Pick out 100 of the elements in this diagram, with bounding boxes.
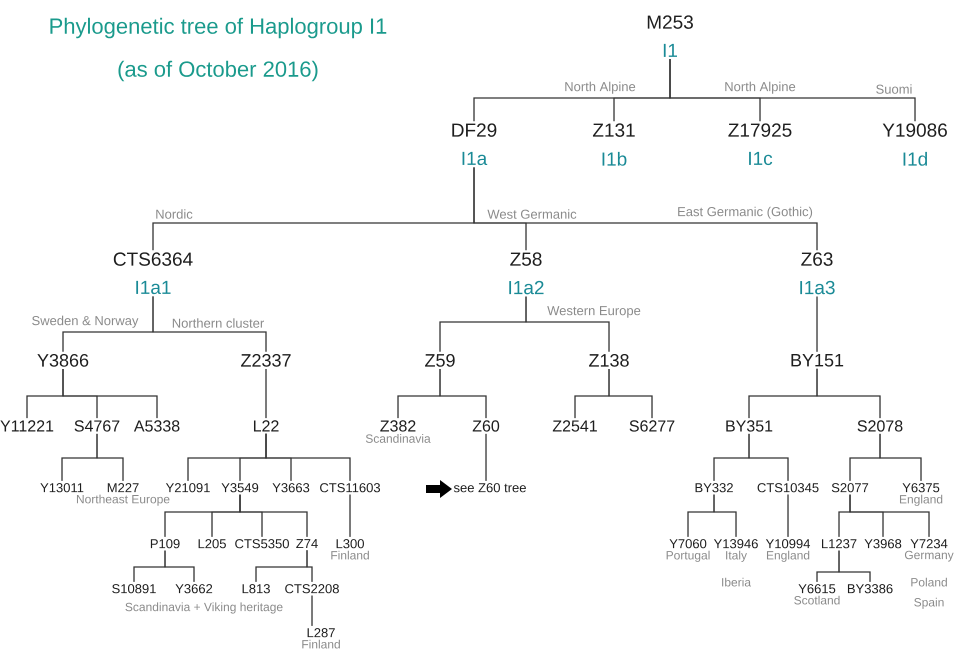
branch-label: Western Europe: [547, 306, 640, 318]
snp-label: Y3549: [222, 483, 258, 492]
snp-label: CTS10345: [758, 483, 819, 492]
branch-line: [838, 550, 871, 582]
snp-label: Z58 I1a2: [509, 252, 544, 294]
branch-line: [349, 494, 351, 537]
region-label: Spain: [914, 598, 944, 609]
branch-line: [713, 494, 737, 537]
branch-line: [152, 296, 267, 352]
branch-label: North Alpine: [725, 82, 796, 94]
snp-label: BY351: [726, 420, 772, 432]
snp-label: Y6615: [798, 584, 836, 594]
branch-label: East Germanic (Gothic): [678, 206, 812, 219]
title-text: Phylogenetic tree of Haplogroup I1: [50, 18, 386, 38]
snp-label: BY332: [696, 483, 733, 492]
snp-label: Z60: [472, 420, 500, 432]
snp-label: L813: [242, 584, 270, 594]
snp-label: CTS11603: [320, 483, 380, 492]
snp-label: BY151: [791, 354, 844, 367]
branch-label: Suomi: [876, 84, 912, 94]
snp-label: Z138: [589, 354, 629, 367]
snp-label: L300: [336, 539, 364, 548]
branch-line: [787, 494, 789, 537]
snp-label: Y3662: [176, 584, 212, 594]
snp-label: Y7234: [910, 539, 948, 548]
snp-label: P109: [150, 539, 180, 548]
region-label: England: [766, 550, 810, 562]
snp-label: Z74: [296, 539, 318, 548]
snp-label: CTS2208: [285, 584, 339, 594]
snp-label: S10891: [112, 584, 156, 594]
branch-line: [311, 596, 313, 626]
snp-label: Y7060: [670, 539, 706, 548]
branch-line: [485, 434, 487, 481]
snp-label: Z17925 I1c: [728, 123, 792, 166]
snp-label: L205: [198, 539, 226, 548]
snp-label: L287: [308, 628, 335, 638]
region-label: Italy: [726, 550, 747, 562]
snp-label: CTS5350: [235, 539, 289, 548]
branch-line: [669, 59, 916, 122]
snp-label: Z2337: [241, 354, 291, 367]
branch-line: [849, 494, 930, 537]
snp-label: S2077: [832, 483, 868, 492]
region-label: Poland: [911, 578, 947, 587]
snp-label: BY3386: [848, 584, 893, 594]
branch-line: [608, 368, 653, 418]
snp-label: Z2541: [552, 420, 597, 432]
snp-label: L1237: [822, 539, 856, 548]
snp-label: S2078: [858, 420, 902, 432]
branch-line: [748, 434, 789, 481]
branch-line: [265, 368, 267, 418]
branch-label: Northern cluster: [172, 318, 264, 328]
snp-label: Y13946: [714, 539, 758, 548]
snp-label: S6277: [630, 420, 674, 432]
snp-label: S4767: [74, 420, 120, 432]
snp-label: M253 I1: [648, 15, 693, 57]
region-label: Scandinavia + Viking heritage: [125, 602, 283, 614]
snp-label: Y3663: [272, 483, 310, 492]
branch-line: [265, 434, 351, 481]
snp-label: CTS6364 I1a1: [114, 252, 193, 294]
branch-line: [473, 167, 818, 250]
region-label: Iberia: [722, 578, 751, 587]
snp-label: A5338: [134, 420, 180, 432]
branch-line: [164, 550, 195, 582]
region-label: Scotland: [794, 596, 840, 605]
branch-line: [239, 494, 308, 537]
branch-line: [816, 368, 881, 418]
branch-line: [96, 434, 124, 481]
snp-label: M227: [108, 483, 139, 492]
branch-line: [439, 368, 487, 418]
snp-label: Y13011: [40, 483, 84, 492]
branch-line: [525, 296, 610, 352]
region-label: Portugal: [666, 550, 710, 562]
branch-label: Sweden & Norway: [32, 316, 138, 328]
branch-label: Nordic: [156, 209, 192, 219]
region-label: Northeast Europe: [76, 494, 170, 506]
snp-label: L22: [254, 420, 279, 432]
branch-label: West Germanic: [487, 209, 576, 219]
region-label: Germany: [904, 550, 954, 562]
branch-label: North Alpine: [565, 82, 636, 94]
snp-label: Y21091: [166, 483, 210, 492]
region-label: Finland: [302, 640, 340, 649]
region-label: England: [900, 494, 942, 506]
snp-label: Y3866: [37, 354, 88, 367]
snp-label: Y6375: [902, 483, 940, 492]
snp-label: Y19086 I1d: [882, 123, 947, 166]
branch-line: [879, 434, 922, 481]
snp-label: Y3968: [864, 539, 902, 548]
snp-label: Y10994: [766, 539, 810, 548]
snp-label: Z63 I1a3: [800, 252, 835, 294]
branch-line: [816, 296, 818, 352]
snp-label: Z131 I1b: [592, 123, 635, 166]
snp-label: DF29 I1a: [452, 123, 496, 166]
snp-label: Y11221: [0, 420, 54, 432]
snp-label: Z382: [380, 420, 416, 432]
region-label: Scandinavia: [366, 434, 431, 443]
branch-line: [62, 368, 158, 418]
subtitle-text: (as of October 2016): [118, 60, 318, 82]
branch-line: [306, 550, 313, 582]
note-text: see Z60 tree: [454, 483, 526, 492]
region-label: Finland: [331, 550, 369, 560]
